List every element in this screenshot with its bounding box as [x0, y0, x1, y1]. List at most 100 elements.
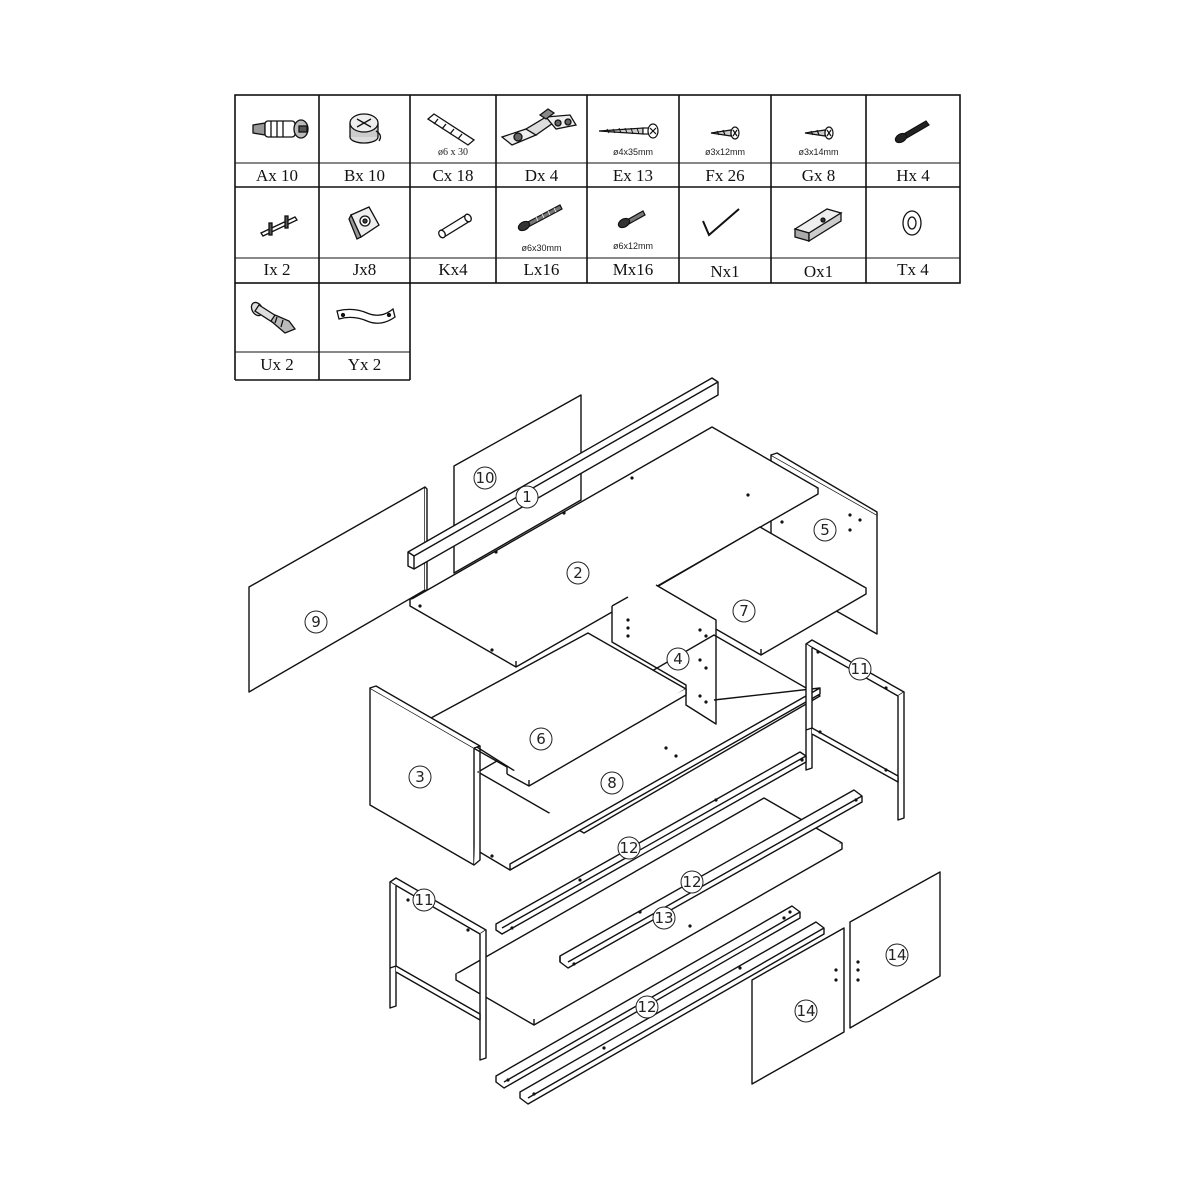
washer-icon: [902, 210, 922, 236]
part-cell-m: ø6x12mm Mx16: [587, 187, 679, 283]
hole-markers: [406, 476, 888, 1096]
callout-12-b: [680, 870, 704, 894]
hinge-icon: [500, 108, 578, 146]
part-label: Ix 2: [263, 260, 291, 279]
part-label: Jx8: [352, 260, 377, 279]
back-panel-9: [248, 486, 428, 693]
parts-table-grid: [234, 94, 961, 381]
callout-7: [732, 599, 756, 623]
part-label: Ox1: [803, 262, 834, 281]
part-cell-o: Ox1: [771, 187, 866, 283]
part-cell-t: Tx 4: [866, 187, 960, 283]
block-icon: [793, 208, 843, 243]
divider-4: [611, 584, 717, 725]
callout-13: [652, 906, 676, 930]
dowel-icon: [438, 213, 472, 239]
short-screw-icon: [710, 126, 740, 140]
callout-5: [813, 518, 837, 542]
callout-14-right-number: 14: [887, 946, 906, 964]
callout-12-c-number: 12: [637, 998, 656, 1016]
part-cell-y: Yx 2: [319, 283, 410, 380]
part-label: Ux 2: [260, 355, 294, 374]
handle-icon: [260, 215, 298, 237]
part-label: Mx16: [612, 260, 654, 279]
callout-6-number: 6: [536, 730, 546, 748]
frame-11-left: [389, 877, 487, 1061]
callout-3: [408, 765, 432, 789]
callout-7-number: 7: [739, 602, 749, 620]
callout-11-left: [412, 888, 436, 912]
part-cell-l: ø6x30mm Lx16: [496, 187, 587, 283]
parts-table: Ax 10 Bx 10 ø6 x 30 Cx 18: [0, 0, 1200, 400]
callout-12-c: [635, 995, 659, 1019]
part-label: Dx 4: [524, 166, 559, 185]
part-cell-n: Nx1: [679, 187, 771, 283]
callout-2-number: 2: [573, 564, 583, 582]
callout-10-number: 10: [475, 469, 494, 487]
rail-1: [407, 377, 719, 570]
rail-12-lower-b: [519, 921, 825, 1105]
callout-1-number: 1: [522, 488, 532, 506]
part-cell-b: Bx 10: [319, 95, 410, 187]
short-screw-icon: [804, 126, 834, 140]
callout-14-left-number: 14: [796, 1002, 815, 1020]
callout-5-number: 5: [820, 521, 830, 539]
part-label: Fx 26: [705, 166, 745, 185]
part-cell-i: Ix 2: [235, 187, 319, 283]
cam-lock-icon: [349, 113, 382, 144]
callout-8: [600, 771, 624, 795]
callout-12-a-number: 12: [619, 839, 638, 857]
part-spec: ø6x30mm: [521, 243, 562, 253]
callout-10: [473, 466, 497, 490]
callout-11-left-number: 11: [414, 891, 433, 909]
part-label: Nx1: [710, 262, 740, 281]
callout-8-number: 8: [607, 774, 617, 792]
callout-12-a: [617, 836, 641, 860]
part-spec: ø3x14mm: [798, 147, 839, 157]
callouts: [304, 466, 909, 1023]
part-label: Kx4: [438, 260, 468, 279]
part-label: Ex 13: [612, 166, 654, 185]
part-cell-u: Ux 2: [235, 283, 319, 380]
part-label: Yx 2: [347, 355, 382, 374]
wooden-dowel-icon: [426, 113, 476, 146]
callout-4: [666, 647, 690, 671]
part-cell-d: Dx 4: [496, 95, 587, 187]
callout-4-number: 4: [673, 650, 683, 668]
part-cell-c: ø6 x 30 Cx 18: [410, 95, 496, 187]
strap-icon: [336, 307, 396, 324]
long-screw-icon: [598, 123, 659, 139]
black-bolt-icon: [894, 120, 930, 144]
callout-6: [529, 727, 553, 751]
part-spec: ø6x12mm: [612, 241, 653, 251]
rail-12-mid: [559, 789, 863, 969]
top-panel-2: [409, 426, 819, 668]
callout-9-number: 9: [311, 613, 321, 631]
callout-14-right: [885, 943, 909, 967]
part-cell-j: Jx8: [319, 187, 410, 283]
part-cell-f: ø3x12mm Fx 26: [679, 95, 771, 187]
callout-14-left: [794, 999, 818, 1023]
machine-bolt-short-icon: [617, 210, 646, 229]
callout-11-right-number: 11: [850, 660, 869, 678]
callout-2: [566, 561, 590, 585]
part-cell-a: Ax 10: [235, 95, 319, 187]
shelf-6: [430, 632, 687, 787]
callout-1: [515, 485, 539, 509]
exploded-assembly-diagram: 1 2 3 4 5 6 7 8 9 10 11 11 12 12 12 13 1…: [248, 377, 941, 1105]
part-label: Ax 10: [255, 166, 299, 185]
callout-11-right: [848, 657, 872, 681]
part-label: Gx 8: [801, 166, 836, 185]
part-spec: ø3x12mm: [704, 147, 745, 157]
part-cell-g: ø3x14mm Gx 8: [771, 95, 866, 187]
part-label: Bx 10: [343, 166, 386, 185]
part-label: Hx 4: [896, 166, 930, 185]
shelf-7: [654, 526, 867, 656]
cam-bolt-icon: [252, 119, 309, 139]
part-cell-e: ø4x35mm Ex 13: [587, 95, 679, 187]
callout-13-number: 13: [654, 909, 673, 927]
callout-3-number: 3: [415, 768, 425, 786]
callout-12-b-number: 12: [682, 873, 701, 891]
part-label: Lx16: [523, 260, 560, 279]
callout-9: [304, 610, 328, 634]
